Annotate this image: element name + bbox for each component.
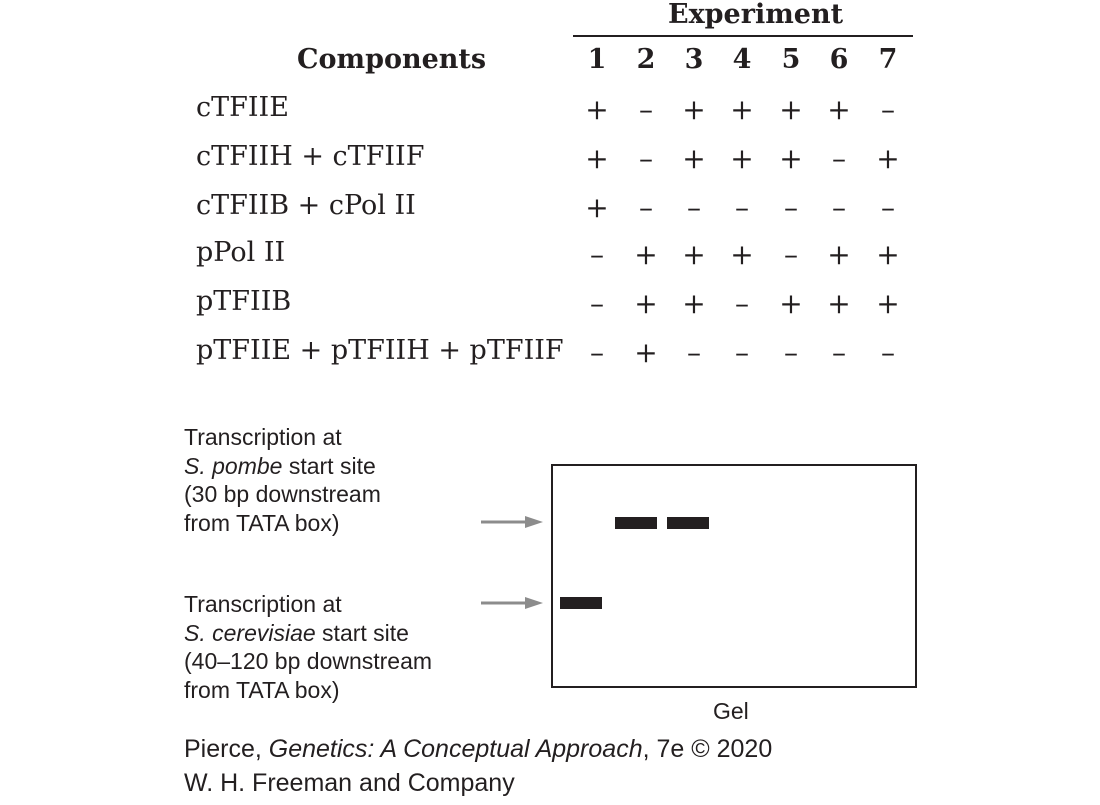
minus-sign: – — [881, 93, 895, 126]
arrow-cerevisiae-icon — [481, 597, 543, 609]
minus-sign: – — [735, 336, 749, 369]
plus-sign: + — [682, 142, 706, 175]
credit-line-2: W. H. Freeman and Company — [184, 769, 515, 797]
minus-sign: – — [832, 142, 846, 175]
plus-sign: + — [585, 191, 609, 224]
minus-sign: – — [639, 93, 653, 126]
species-cerevisiae: S. cerevisiae — [184, 619, 316, 646]
plus-sign: + — [876, 142, 900, 175]
components-header: Components — [297, 44, 487, 75]
caption-cerevisiae-line1: Transcription at — [184, 591, 342, 617]
gel-band-cerevisiae-lane-1 — [560, 597, 602, 609]
minus-sign: – — [639, 142, 653, 175]
minus-sign: – — [881, 336, 895, 369]
row-label: cTFIIH + cTFIIF — [196, 141, 425, 172]
plus-sign: + — [585, 93, 609, 126]
plus-sign: + — [876, 238, 900, 271]
experiment-header-rule — [573, 35, 913, 37]
plus-sign: + — [730, 93, 754, 126]
minus-sign: – — [590, 336, 604, 369]
minus-sign: – — [832, 191, 846, 224]
gel-band-pombe-lane-2 — [615, 517, 657, 529]
gel-band-pombe-lane-3 — [667, 517, 709, 529]
row-label: pPol II — [196, 237, 286, 268]
minus-sign: – — [687, 336, 701, 369]
minus-sign: – — [735, 191, 749, 224]
gel-label: Gel — [713, 698, 749, 724]
column-number-7: 7 — [878, 44, 898, 75]
plus-sign: + — [585, 142, 609, 175]
caption-pombe-line4: from TATA box) — [184, 509, 340, 536]
gel-box — [551, 464, 917, 688]
plus-sign: + — [634, 287, 658, 320]
plus-sign: + — [779, 93, 803, 126]
species-pombe: S. pombe — [184, 452, 283, 479]
book-title: Genetics: A Conceptual Approach — [268, 735, 643, 763]
minus-sign: – — [784, 238, 798, 271]
minus-sign: – — [784, 191, 798, 224]
experiment-title: Experiment — [668, 0, 844, 30]
plus-sign: + — [827, 93, 851, 126]
column-number-1: 1 — [587, 44, 607, 75]
minus-sign: – — [590, 238, 604, 271]
plus-sign: + — [876, 287, 900, 320]
minus-sign: – — [784, 336, 798, 369]
minus-sign: – — [590, 287, 604, 320]
credit-line-1: Pierce, Genetics: A Conceptual Approach,… — [184, 735, 773, 763]
caption-pombe-line1: Transcription at — [184, 424, 342, 450]
row-label: cTFIIE — [196, 92, 289, 123]
caption-cerevisiae-line3: (40–120 bp downstream — [184, 648, 433, 674]
plus-sign: + — [779, 287, 803, 320]
plus-sign: + — [634, 238, 658, 271]
plus-sign: + — [634, 336, 658, 369]
plus-sign: + — [682, 238, 706, 271]
row-label: pTFIIB — [196, 286, 292, 317]
arrow-pombe-icon — [481, 516, 543, 528]
plus-sign: + — [827, 238, 851, 271]
column-number-6: 6 — [829, 44, 849, 75]
column-number-2: 2 — [636, 44, 656, 75]
plus-sign: + — [682, 287, 706, 320]
plus-sign: + — [827, 287, 851, 320]
caption-cerevisiae-line4: from TATA box) — [184, 676, 340, 703]
minus-sign: – — [832, 336, 846, 369]
column-number-3: 3 — [684, 44, 704, 75]
minus-sign: – — [639, 191, 653, 224]
row-label: cTFIIB + cPol II — [196, 190, 416, 221]
column-number-5: 5 — [781, 44, 801, 75]
caption-cerevisiae: Transcription at S. cerevisiae start sit… — [184, 590, 432, 704]
minus-sign: – — [881, 191, 895, 224]
row-label: pTFIIE + pTFIIH + pTFIIF — [196, 335, 564, 366]
minus-sign: – — [735, 287, 749, 320]
caption-cerevisiae-line2: S. cerevisiae start site — [184, 619, 409, 646]
caption-pombe: Transcription at S. pombe start site (30… — [184, 423, 381, 537]
minus-sign: – — [687, 191, 701, 224]
caption-pombe-line2: S. pombe start site — [184, 452, 376, 479]
caption-pombe-line3: (30 bp downstream — [184, 481, 381, 507]
plus-sign: + — [779, 142, 803, 175]
plus-sign: + — [730, 238, 754, 271]
column-number-4: 4 — [732, 44, 752, 75]
plus-sign: + — [682, 93, 706, 126]
plus-sign: + — [730, 142, 754, 175]
